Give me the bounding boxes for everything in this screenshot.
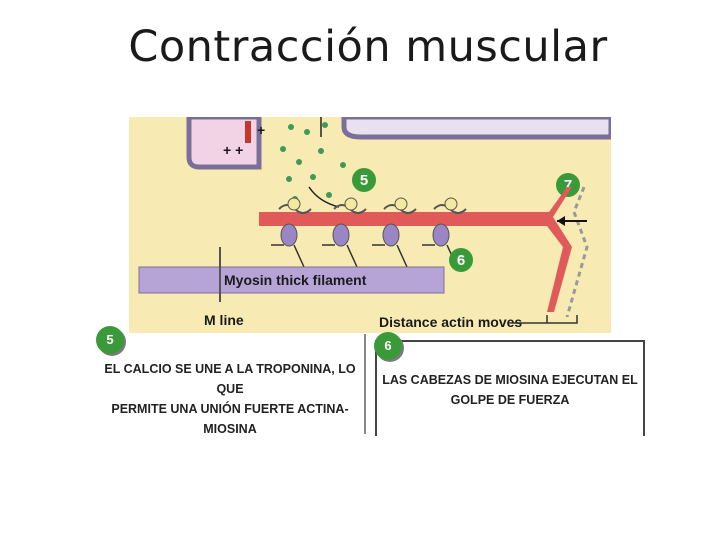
callout-6-text: LAS CABEZAS DE MIOSINA EJECUTAN EL GOLPE… [377,370,643,410]
plus-sign: + [257,122,265,138]
callout-5-text: EL CALCIO SE UNE A LA TROPONINA, LO QUE … [96,359,364,439]
step-badge-5: 5 [352,168,376,192]
membrane-vesicle [341,117,611,140]
myosin-arms [271,244,458,268]
myosin-heads [280,223,450,247]
channel [245,121,251,143]
arrowhead [557,216,565,226]
calcium-ions [280,122,346,202]
muscle-contraction-diagram: + + + 5 7 [129,117,611,333]
distance-label: Distance actin moves [379,314,522,330]
actin-filament [259,212,539,226]
step-badge-7: 7 [556,173,580,197]
callout-5-line-1: EL CALCIO SE UNE A LA TROPONINA, LO QUE [104,362,356,396]
myosin-filament-label: Myosin thick filament [224,272,367,288]
svg-text:5: 5 [360,172,368,189]
callout-6-line-1: LAS CABEZAS DE MIOSINA EJECUTAN EL [382,373,638,387]
svg-text:6: 6 [457,252,465,269]
callout-5-line-3: MIOSINA [203,422,257,436]
calcium-arrow [308,186,340,208]
myosin-thick-filament [138,266,445,294]
step-badge-6: 6 [449,248,473,272]
callout-badge-5: 5 [96,326,124,354]
callout-step-6: 6 LAS CABEZAS DE MIOSINA EJECUTAN EL GOL… [374,332,645,436]
troponin-complexes [287,197,458,211]
callout-5-line-2: PERMITE UNA UNIÓN FUERTE ACTINA- [111,402,349,416]
m-line-marker [219,247,221,302]
plus-sign: + + [223,142,243,158]
callout-step-5: 5 EL CALCIO SE UNE A LA TROPONINA, LO QU… [96,326,366,436]
slide-title: Contracción muscular [128,22,608,72]
z-disc [539,187,572,312]
m-line-label: M line [204,312,244,328]
callout-6-line-2: GOLPE DE FUERZA [450,393,570,407]
distance-bracket [511,315,578,324]
callout-badge-6: 6 [374,332,402,360]
sarcoplasmic-reticulum [186,117,262,170]
original-z-position [565,186,589,318]
svg-text:7: 7 [564,177,572,194]
